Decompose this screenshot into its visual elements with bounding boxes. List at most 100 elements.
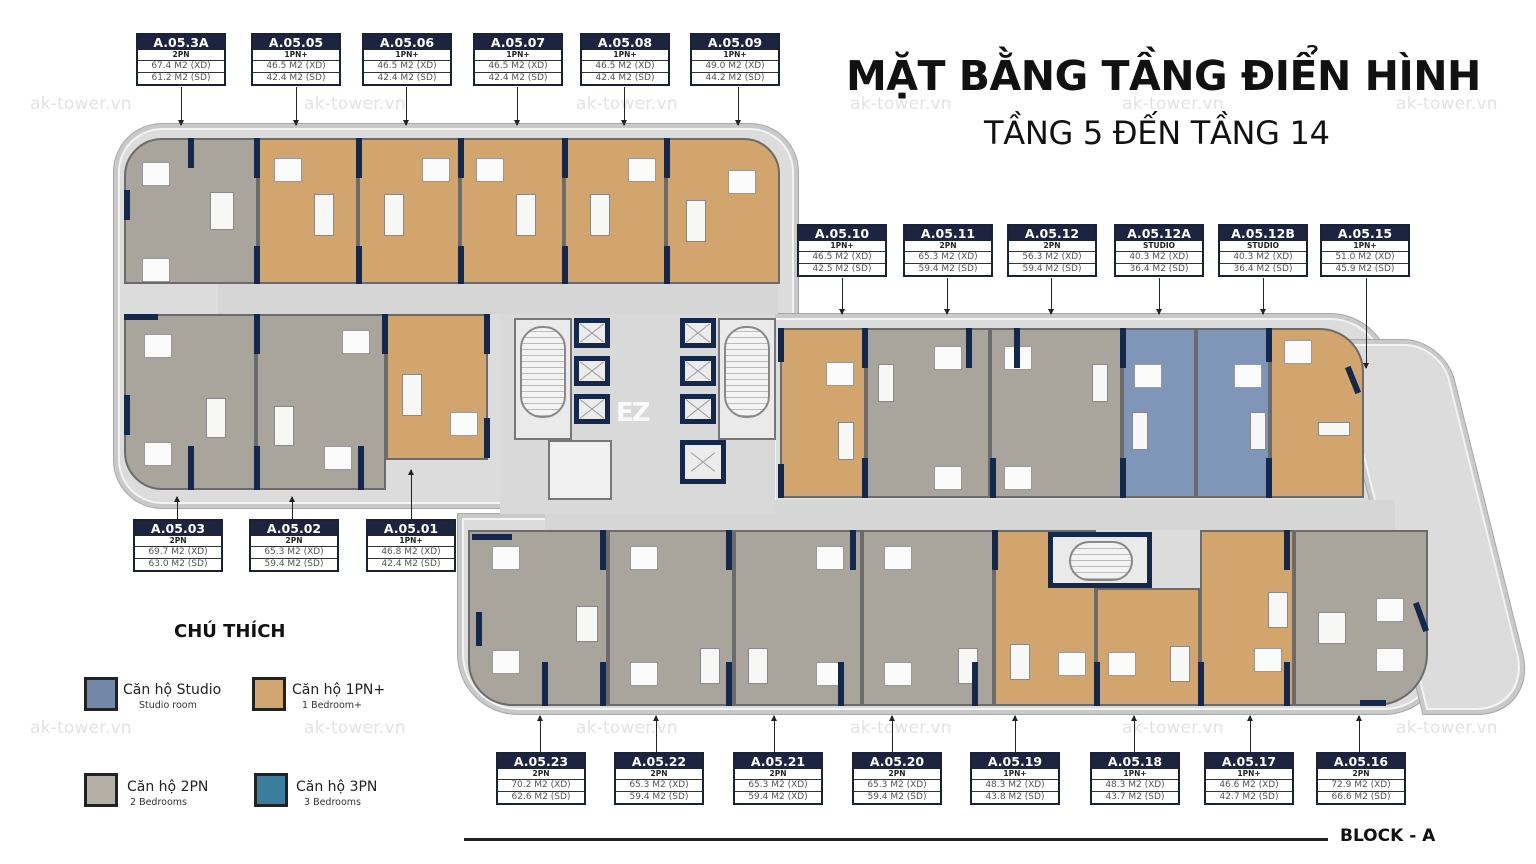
- facade-pillar: [664, 246, 670, 284]
- unit-type: 2PN: [735, 769, 821, 780]
- legend-label-3pn: Căn hộ 3PN: [296, 779, 378, 795]
- unit-label-A.05.03[interactable]: A.05.03 2PN 69.7 M2 (XD) 63.0 M2 (SD): [133, 519, 223, 572]
- unit-area-sd: 42.4 M2 (SD): [377, 73, 437, 83]
- utility-rooms: [548, 440, 612, 500]
- unit-A.05.07[interactable]: [460, 138, 564, 284]
- unit-area-sd: 44.2 M2 (SD): [705, 73, 765, 83]
- unit-code: A.05.18: [1092, 754, 1178, 769]
- unit-A.05.09[interactable]: [666, 138, 780, 284]
- unit-type: 1PN+: [799, 241, 885, 252]
- unit-label-A.05.09[interactable]: A.05.09 1PN+ 49.0 M2 (XD) 44.2 M2 (SD): [690, 33, 780, 86]
- unit-code: A.05.3A: [138, 35, 224, 50]
- unit-area-xd: 40.3 M2 (XD): [1220, 252, 1306, 264]
- unit-A.05.17[interactable]: [1200, 530, 1294, 706]
- unit-A.05.02[interactable]: [256, 314, 386, 490]
- unit-label-A.05.10[interactable]: A.05.10 1PN+ 46.5 M2 (XD) 42.5 M2 (SD): [797, 224, 887, 277]
- unit-label-A.05.3A[interactable]: A.05.3A 2PN 67.4 M2 (XD) 61.2 M2 (SD): [136, 33, 226, 86]
- unit-A.05.12[interactable]: [990, 328, 1122, 498]
- unit-type: STUDIO: [1116, 241, 1202, 252]
- unit-label-A.05.12B[interactable]: A.05.12B STUDIO 40.3 M2 (XD) 36.4 M2 (SD…: [1218, 224, 1308, 277]
- unit-label-A.05.08[interactable]: A.05.08 1PN+ 46.5 M2 (XD) 42.4 M2 (SD): [580, 33, 670, 86]
- watermark: ak-tower.vn: [850, 718, 952, 738]
- unit-label-A.05.20[interactable]: A.05.20 2PN 65.3 M2 (XD) 59.4 M2 (SD): [852, 752, 942, 805]
- facade-pillar: [1120, 328, 1126, 368]
- unit-A.05.18[interactable]: [1096, 588, 1200, 706]
- watermark: ak-tower.vn: [576, 718, 678, 738]
- unit-A.05.06[interactable]: [358, 138, 460, 284]
- unit-label-A.05.12A[interactable]: A.05.12A STUDIO 40.3 M2 (XD) 36.4 M2 (SD…: [1114, 224, 1204, 277]
- unit-label-A.05.17[interactable]: A.05.17 1PN+ 46.6 M2 (XD) 42.7 M2 (SD): [1204, 752, 1294, 805]
- unit-code: A.05.01: [368, 521, 454, 536]
- unit-area-sd: 42.5 M2 (SD): [812, 264, 872, 274]
- unit-area-xd: 46.6 M2 (XD): [1206, 780, 1292, 792]
- unit-area-sd: 63.0 M2 (SD): [148, 559, 208, 569]
- facade-pillar: [562, 138, 568, 178]
- unit-A.05.12B[interactable]: [1196, 328, 1270, 498]
- unit-A.05.16[interactable]: [1294, 530, 1428, 706]
- unit-A.05.10[interactable]: [780, 328, 866, 498]
- unit-label-A.05.06[interactable]: A.05.06 1PN+ 46.5 M2 (XD) 42.4 M2 (SD): [362, 33, 452, 86]
- facade-pillar: [1266, 328, 1272, 362]
- watermark: ak-tower.vn: [1122, 718, 1224, 738]
- unit-A.05.01[interactable]: [386, 314, 488, 460]
- facade-pillar: [254, 138, 260, 178]
- unit-label-A.05.07[interactable]: A.05.07 1PN+ 46.5 M2 (XD) 42.4 M2 (SD): [473, 33, 563, 86]
- unit-area-xd: 46.5 M2 (XD): [364, 61, 450, 73]
- unit-type: 1PN+: [368, 536, 454, 547]
- unit-A.05.23[interactable]: [468, 530, 608, 706]
- unit-label-A.05.21[interactable]: A.05.21 2PN 65.3 M2 (XD) 59.4 M2 (XD): [733, 752, 823, 805]
- leader-arrow: [293, 87, 299, 126]
- legend-label-2pn: Căn hộ 2PN: [127, 779, 209, 795]
- watermark: ak-tower.vn: [850, 94, 952, 114]
- facade-pillar: [778, 464, 784, 498]
- unit-A.05.08[interactable]: [564, 138, 666, 284]
- unit-label-A.05.16[interactable]: A.05.16 2PN 72.9 M2 (XD) 66.6 M2 (SD): [1316, 752, 1406, 805]
- unit-label-A.05.23[interactable]: A.05.23 2PN 70.2 M2 (XD) 62.6 M2 (SD): [496, 752, 586, 805]
- leader-arrow: [289, 496, 295, 519]
- leader-arrow: [1363, 278, 1369, 369]
- unit-area-xd: 65.3 M2 (XD): [251, 547, 337, 559]
- facade-pillar: [992, 530, 998, 570]
- unit-code: A.05.16: [1318, 754, 1404, 769]
- unit-label-A.05.11[interactable]: A.05.11 2PN 65.3 M2 (XD) 59.4 M2 (SD): [903, 224, 993, 277]
- leader-arrow: [537, 715, 543, 752]
- unit-code: A.05.11: [905, 226, 991, 241]
- facade-pillar: [664, 138, 670, 178]
- unit-A.05.05[interactable]: [258, 138, 358, 284]
- facade-pillar: [124, 190, 130, 220]
- unit-code: A.05.06: [364, 35, 450, 50]
- unit-label-A.05.18[interactable]: A.05.18 1PN+ 48.3 M2 (XD) 43.7 M2 (SD): [1090, 752, 1180, 805]
- unit-code: A.05.23: [498, 754, 584, 769]
- unit-code: A.05.03: [135, 521, 221, 536]
- unit-area-sd: 42.4 M2 (SD): [595, 73, 655, 83]
- unit-type: 2PN: [1009, 241, 1095, 252]
- facade-pillar: [1284, 530, 1290, 570]
- unit-A.05.22[interactable]: [608, 530, 734, 706]
- legend-label-studio: Căn hộ Studio: [123, 682, 222, 698]
- unit-area-sd: 36.4 M2 (SD): [1233, 264, 1293, 274]
- unit-A.05.21[interactable]: [734, 530, 862, 706]
- unit-label-A.05.01[interactable]: A.05.01 1PN+ 46.8 M2 (XD) 42.4 M2 (SD): [366, 519, 456, 572]
- unit-type: 2PN: [498, 769, 584, 780]
- unit-type: 2PN: [135, 536, 221, 547]
- unit-area-xd: 46.5 M2 (XD): [582, 61, 668, 73]
- unit-label-A.05.15[interactable]: A.05.15 1PN+ 51.0 M2 (XD) 45.9 M2 (SD): [1320, 224, 1410, 277]
- unit-A.05.15[interactable]: [1270, 328, 1364, 498]
- leader-arrow: [653, 715, 659, 752]
- unit-label-A.05.19[interactable]: A.05.19 1PN+ 48.3 M2 (XD) 43.8 M2 (SD): [970, 752, 1060, 805]
- facade-pillar: [562, 246, 568, 284]
- legend-sub-1pn: 1 Bedroom+: [302, 700, 362, 711]
- watermark: ak-tower.vn: [30, 94, 132, 114]
- facade-pillar: [188, 138, 194, 168]
- unit-A.05.12A[interactable]: [1122, 328, 1196, 498]
- unit-label-A.05.12[interactable]: A.05.12 2PN 56.3 M2 (XD) 59.4 M2 (SD): [1007, 224, 1097, 277]
- unit-label-A.05.02[interactable]: A.05.02 2PN 65.3 M2 (XD) 59.4 M2 (SD): [249, 519, 339, 572]
- unit-label-A.05.05[interactable]: A.05.05 1PN+ 46.5 M2 (XD) 42.4 M2 (SD): [251, 33, 341, 86]
- facade-pillar: [484, 418, 490, 458]
- unit-area-xd: 46.5 M2 (XD): [799, 252, 885, 264]
- unit-type: 1PN+: [582, 50, 668, 61]
- unit-area-xd: 51.0 M2 (XD): [1322, 252, 1408, 264]
- unit-area-xd: 65.3 M2 (XD): [616, 780, 702, 792]
- unit-label-A.05.22[interactable]: A.05.22 2PN 65.3 M2 (XD) 59.4 M2 (SD): [614, 752, 704, 805]
